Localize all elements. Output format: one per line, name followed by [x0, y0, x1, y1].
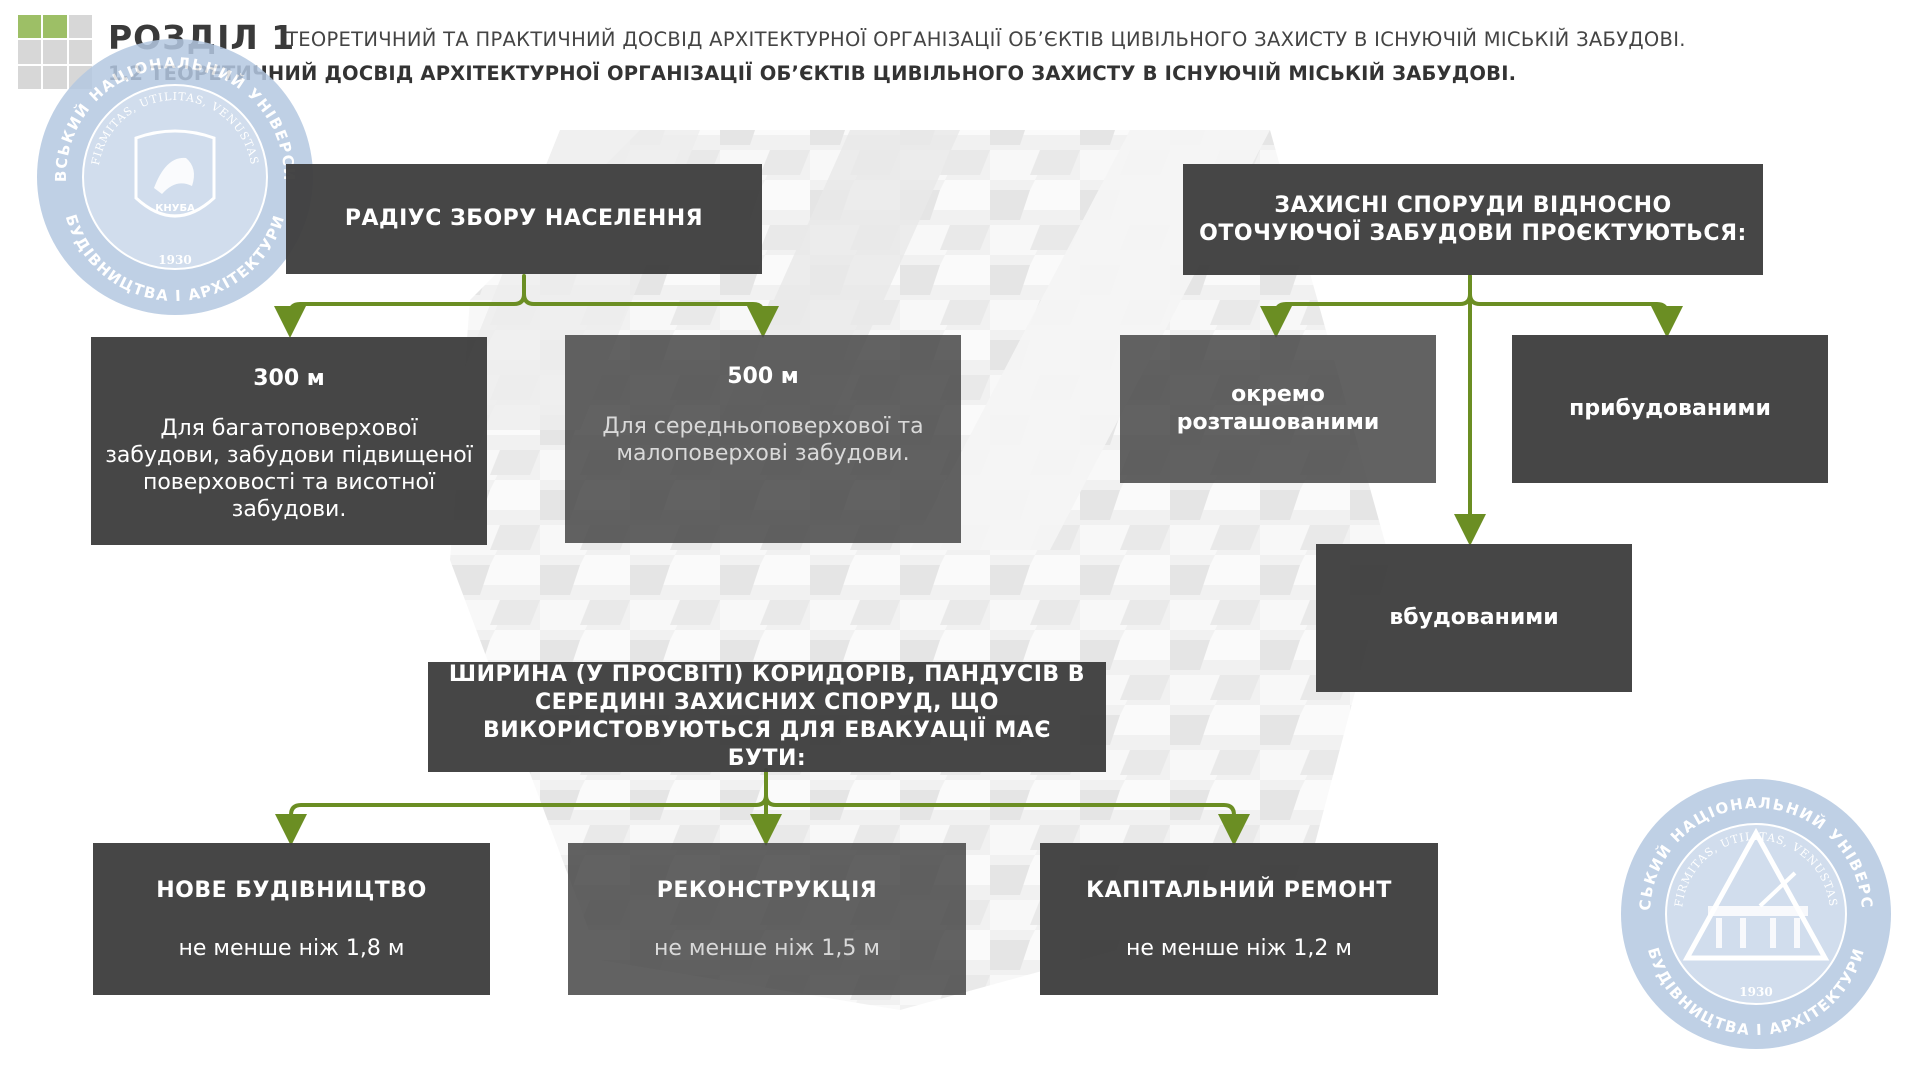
radius-500-desc: Для середньоповерхової та малоповерхові …: [602, 414, 924, 466]
radius-300-desc: Для багатоповерхової забудови, забудови …: [105, 416, 473, 522]
corridor-new-construction-box: НОВЕ БУДІВНИЦТВО не менше ніж 1,8 м: [93, 843, 490, 995]
section-subtitle: ТЕОРЕТИЧНИЙ ТА ПРАКТИЧНИЙ ДОСВІД АРХІТЕК…: [286, 28, 1686, 51]
radius-header-box: РАДІУС ЗБОРУ НАСЕЛЕННЯ: [286, 164, 762, 274]
radius-300-value: 300 м: [253, 366, 325, 391]
university-seal-bottom-right: КИЇВСЬКИЙ НАЦІОНАЛЬНИЙ УНІВЕРСИТЕТ БУДІВ…: [1620, 778, 1892, 1050]
corridor-reconstruction-box: РЕКОНСТРУКЦІЯ не менше ніж 1,5 м: [568, 843, 966, 995]
radius-300-box: 300 м Для багатоповерхової забудови, заб…: [91, 337, 487, 545]
subsection-title: 1.2 ТЕОРЕТИЧНИЙ ДОСВІД АРХІТЕКТУРНОЇ ОРГ…: [108, 62, 1517, 85]
structure-attached-label: прибудованими: [1569, 396, 1771, 421]
seal-emblem-text: КНУБА: [155, 203, 195, 214]
corridor-capital-repair-value: не менше ніж 1,2 м: [1126, 935, 1352, 961]
university-seal-top-left: КИЇВСЬКИЙ НАЦІОНАЛЬНИЙ УНІВЕРСИТЕТ БУДІВ…: [36, 38, 314, 316]
corridor-capital-repair-title: КАПІТАЛЬНИЙ РЕМОНТ: [1086, 877, 1392, 903]
corridors-header-title: ШИРИНА (У ПРОСВІТІ) КОРИДОРІВ, ПАНДУСІВ …: [448, 662, 1086, 771]
corridors-header-box: ШИРИНА (У ПРОСВІТІ) КОРИДОРІВ, ПАНДУСІВ …: [428, 662, 1106, 772]
corridor-capital-repair-box: КАПІТАЛЬНИЙ РЕМОНТ не менше ніж 1,2 м: [1040, 843, 1438, 995]
corridor-new-construction-value: не менше ніж 1,8 м: [178, 935, 405, 961]
radius-header-title: РАДІУС ЗБОРУ НАСЕЛЕННЯ: [344, 206, 704, 231]
corridor-new-construction-title: НОВЕ БУДІВНИЦТВО: [156, 877, 427, 903]
section-logo-grid: [18, 15, 92, 89]
structure-detached-label: окремо розташованими: [1176, 382, 1380, 435]
structures-header-title: ЗАХИСНІ СПОРУДИ ВІДНОСНО ОТОЧУЮЧОЇ ЗАБУД…: [1199, 192, 1747, 246]
radius-500-box: 500 м Для середньоповерхової та малопове…: [565, 335, 961, 543]
seal-year: 1930: [1739, 985, 1772, 999]
structures-header-box: ЗАХИСНІ СПОРУДИ ВІДНОСНО ОТОЧУЮЧОЇ ЗАБУД…: [1183, 164, 1763, 275]
structure-detached-box: окремо розташованими: [1120, 335, 1436, 483]
structure-attached-box: прибудованими: [1512, 335, 1828, 483]
structure-built-in-box: вбудованими: [1316, 544, 1632, 692]
seal-year: 1930: [158, 253, 191, 267]
radius-500-value: 500 м: [727, 364, 799, 389]
corridor-reconstruction-title: РЕКОНСТРУКЦІЯ: [656, 877, 878, 903]
structure-built-in-label: вбудованими: [1389, 605, 1559, 630]
corridor-reconstruction-value: не менше ніж 1,5 м: [654, 935, 880, 961]
